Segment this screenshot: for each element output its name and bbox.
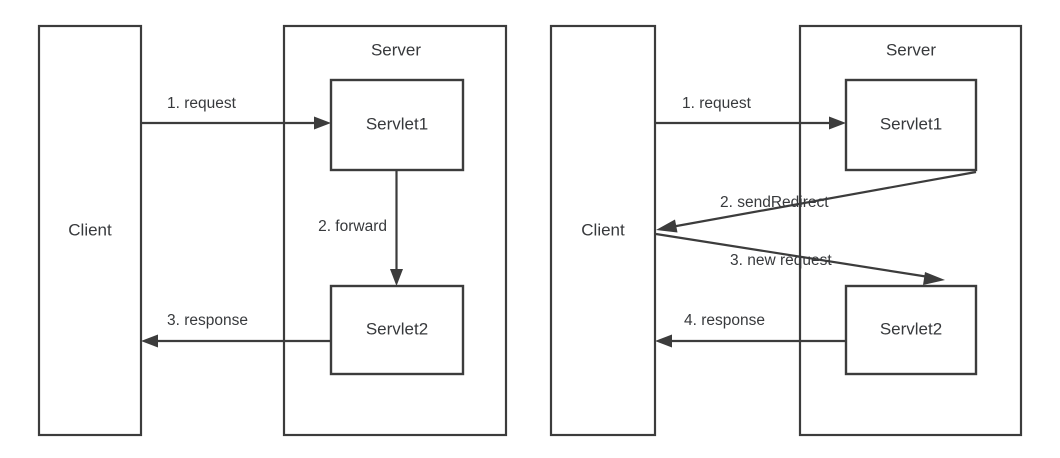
edge-response-sendredirect: 4. response (655, 312, 846, 348)
server-label-sendredirect: Server (886, 40, 936, 59)
edge-newrequest-sendredirect: 3. new request (655, 232, 945, 285)
edge-forward-forward: 2. forward (318, 170, 403, 286)
arrowhead-response-sendredirect (655, 334, 672, 348)
servlet2-box-sendredirect (844, 284, 978, 376)
client-box-sendredirect (549, 24, 657, 437)
edge-label-forward-forward: 2. forward (318, 218, 387, 235)
edge-label-request-forward: 1. request (167, 95, 237, 112)
edge-label-response-forward: 3. response (167, 312, 248, 329)
arrowhead-forward-forward (390, 269, 403, 286)
arrowhead-response-forward (141, 334, 158, 348)
servlet1-box-sendredirect (844, 78, 978, 172)
servlet1-label-forward: Servlet1 (366, 114, 428, 133)
arrowhead-newrequest-sendredirect (923, 272, 945, 285)
servlet1-label-sendredirect: Servlet1 (880, 114, 942, 133)
servlet2-box-forward (329, 284, 465, 376)
edge-label-newrequest-sendredirect: 3. new request (730, 252, 832, 269)
diagram-forward: Client Server Servlet1 Servlet2 1. reque… (37, 24, 508, 437)
arrowhead-request-forward (314, 116, 331, 130)
edge-response-forward: 3. response (141, 312, 331, 348)
edge-request-forward: 1. request (141, 95, 331, 130)
edge-label-request-sendredirect: 1. request (682, 95, 752, 112)
server-label-forward: Server (371, 40, 421, 59)
edge-sendredirect-sendredirect: 2. sendRedirect (656, 170, 977, 233)
edge-request-sendredirect: 1. request (655, 95, 846, 130)
arrowhead-sendredirect-sendredirect (656, 219, 678, 233)
edge-label-sendredirect-sendredirect: 2. sendRedirect (720, 194, 829, 211)
servlet2-label-forward: Servlet2 (366, 319, 428, 338)
client-label-sendredirect: Client (581, 220, 625, 239)
diagram-sendredirect: Client Server Servlet1 Servlet2 1. reque… (549, 24, 1023, 437)
client-box-forward (37, 24, 143, 437)
client-label-forward: Client (68, 220, 112, 239)
arrowhead-request-sendredirect (829, 116, 846, 130)
edge-label-response-sendredirect: 4. response (684, 312, 765, 329)
servlet2-label-sendredirect: Servlet2 (880, 319, 942, 338)
